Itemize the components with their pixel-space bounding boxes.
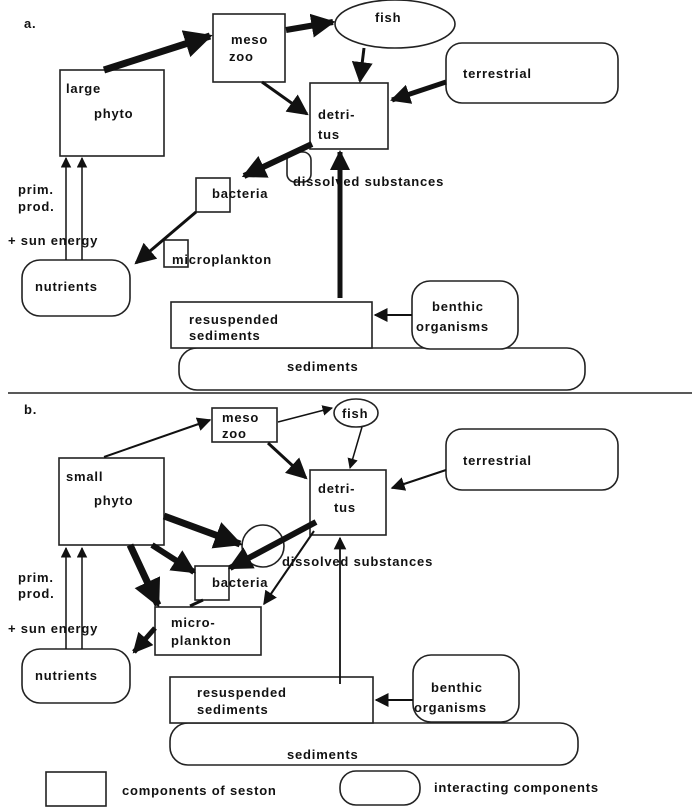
arrow-microplankton-to-nutrients-b xyxy=(132,626,157,654)
meso-label: meso xyxy=(222,410,259,425)
prim-label: prim. xyxy=(18,570,54,585)
bacteria-label: bacteria xyxy=(212,186,268,201)
arrow-detritus-to-microplankton-b xyxy=(263,530,315,606)
dissolved-label: dissolved substances xyxy=(293,174,444,189)
phyto-label: phyto xyxy=(94,493,133,508)
node-bacteria-a: bacteria xyxy=(195,177,268,213)
dissolved-label: dissolved substances xyxy=(282,554,433,569)
small-label: small xyxy=(66,469,103,484)
fish-label: fish xyxy=(375,10,401,25)
node-benthic-b: benthic organisms xyxy=(412,654,520,723)
arrow-meso-to-fish-a xyxy=(285,13,336,38)
arrow-phyto-to-bacteria-b xyxy=(150,542,197,575)
sediments-label: sediments xyxy=(287,359,359,374)
fish-label: fish xyxy=(342,406,368,421)
resuspended-label-1: resuspended xyxy=(197,685,287,700)
node-detritus-b: detri- tus xyxy=(309,469,387,536)
organisms-label: organisms xyxy=(414,700,487,715)
resuspended-label-1: resuspended xyxy=(189,312,279,327)
detritus-label-1: detri- xyxy=(318,481,355,496)
meso-label: meso xyxy=(231,32,268,47)
arrow-fish-to-detritus-a xyxy=(351,47,373,84)
detritus-label-2: tus xyxy=(318,127,340,142)
legend-box-label: components of seston xyxy=(122,783,277,798)
panel-a: a. meso zoo fish terrestrial large phyto… xyxy=(8,0,619,391)
node-small-phyto-b: small phyto xyxy=(58,457,165,546)
microplankton-label: microplankton xyxy=(172,252,272,267)
arrow-terrestrial-to-detritus-a xyxy=(390,79,447,104)
node-microplankton-a: microplankton xyxy=(163,239,272,268)
node-bacteria-b: bacteria xyxy=(194,565,268,601)
node-nutrients-a: nutrients xyxy=(21,259,131,317)
node-nutrients-b: nutrients xyxy=(21,648,131,704)
arrow-bacteria-to-microplankton-b xyxy=(189,598,204,608)
node-terrestrial-a: terrestrial xyxy=(445,42,619,104)
benthic-label: benthic xyxy=(431,680,483,695)
panel-b: b. meso zoo fish terrestrial small phyto… xyxy=(8,398,619,766)
bacteria-label: bacteria xyxy=(212,575,268,590)
node-large-phyto-a: large phyto xyxy=(59,69,165,157)
node-resuspended-b: resuspended sediments xyxy=(169,676,374,724)
node-sediments-a: sediments xyxy=(178,347,586,391)
sun-energy-label: + sun energy xyxy=(8,233,98,248)
zoo-label: zoo xyxy=(229,49,254,64)
node-fish-b: fish xyxy=(333,398,379,428)
arrow-terrestrial-to-detritus-b xyxy=(390,469,447,491)
detritus-label-2: tus xyxy=(334,500,356,515)
panel-b-label: b. xyxy=(24,402,37,417)
organisms-label: organisms xyxy=(416,319,489,334)
legend-rounded-label: interacting components xyxy=(434,780,599,795)
legend: components of seston interacting compone… xyxy=(45,770,599,807)
legend-box-swatch xyxy=(45,771,107,807)
nutrients-label: nutrients xyxy=(35,668,98,683)
prod-label: prod. xyxy=(18,199,55,214)
terrestrial-label: terrestrial xyxy=(463,66,532,81)
node-meso-zoo-b: meso zoo xyxy=(211,407,278,443)
arrow-phyto-to-microplankton-b xyxy=(126,543,162,608)
node-fish-a: fish xyxy=(334,0,456,49)
node-dissolved-a: dissolved substances xyxy=(286,151,444,189)
arrow-detritus-to-bacteria-a xyxy=(241,141,314,179)
arrow-meso-to-fish-b xyxy=(277,405,334,423)
arrow-phyto-to-dissolved-b xyxy=(162,512,243,549)
node-sediments-b: sediments xyxy=(169,722,579,766)
phyto-label: phyto xyxy=(94,106,133,121)
detritus-label-1: detri- xyxy=(318,107,355,122)
arrow-bacteria-to-nutrients-a xyxy=(134,210,197,265)
arrow-meso-to-detritus-b xyxy=(266,441,308,480)
legend-rounded-swatch xyxy=(339,770,421,806)
terrestrial-label: terrestrial xyxy=(463,453,532,468)
node-meso-zoo-a: meso zoo xyxy=(212,13,286,83)
sun-energy-label: + sun energy xyxy=(8,621,98,636)
arrow-phyto-to-meso-a xyxy=(102,30,213,74)
nutrients-label: nutrients xyxy=(35,279,98,294)
node-detritus-a: detri- tus xyxy=(309,82,389,150)
benthic-label: benthic xyxy=(432,299,484,314)
plankton-label: plankton xyxy=(171,633,232,648)
prod-label: prod. xyxy=(18,586,55,601)
node-benthic-a: benthic organisms xyxy=(411,280,519,350)
node-resuspended-a: resuspended sediments xyxy=(170,301,373,349)
arrow-meso-to-detritus-a xyxy=(261,80,309,116)
resuspended-label-2: sediments xyxy=(189,328,261,343)
arrow-phyto-to-meso-b xyxy=(103,417,212,458)
sediments-label: sediments xyxy=(287,747,359,762)
node-microplankton-b: micro- plankton xyxy=(154,606,262,656)
zoo-label: zoo xyxy=(222,426,247,441)
large-label: large xyxy=(66,81,101,96)
micro-label: micro- xyxy=(171,615,216,630)
resuspended-label-2: sediments xyxy=(197,702,269,717)
node-terrestrial-b: terrestrial xyxy=(445,428,619,491)
prim-label: prim. xyxy=(18,182,54,197)
panel-a-label: a. xyxy=(24,16,36,31)
arrow-detritus-to-bacteria-b xyxy=(227,519,318,571)
arrow-fish-to-detritus-b xyxy=(347,426,363,470)
